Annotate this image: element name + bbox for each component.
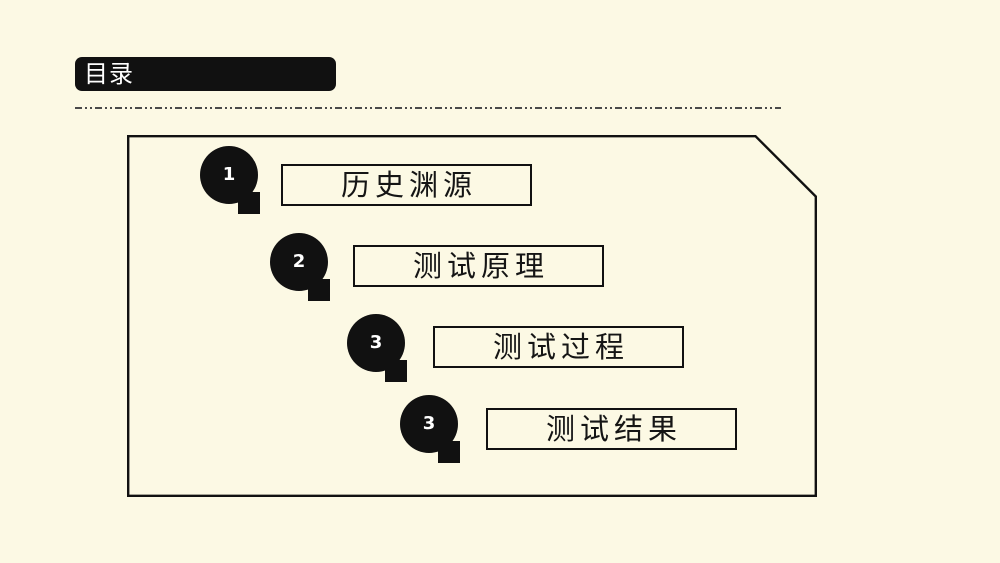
page-title-pill: 目录 — [75, 57, 336, 91]
item-label: 测试过程 — [492, 329, 629, 364]
item-label-box: 测试结果 — [486, 408, 737, 450]
number-bubble-icon: 3 — [400, 395, 460, 463]
item-number: 3 — [369, 332, 383, 353]
item-number: 3 — [422, 413, 436, 434]
number-bubble-icon: 3 — [347, 314, 407, 382]
item-label-box: 历史渊源 — [281, 164, 532, 206]
item-label: 测试结果 — [545, 411, 682, 446]
page-title: 目录 — [84, 60, 134, 88]
item-label-box: 测试过程 — [433, 326, 684, 368]
item-number: 2 — [292, 251, 306, 272]
item-label: 历史渊源 — [340, 167, 477, 202]
item-number: 1 — [222, 164, 236, 185]
number-bubble-icon: 2 — [270, 233, 330, 301]
content-frame — [127, 135, 817, 497]
frame-outline-shape — [127, 135, 817, 497]
item-label: 测试原理 — [412, 248, 549, 283]
dotted-divider — [75, 107, 781, 109]
number-bubble-icon: 1 — [200, 146, 260, 214]
item-label-box: 测试原理 — [353, 245, 604, 287]
